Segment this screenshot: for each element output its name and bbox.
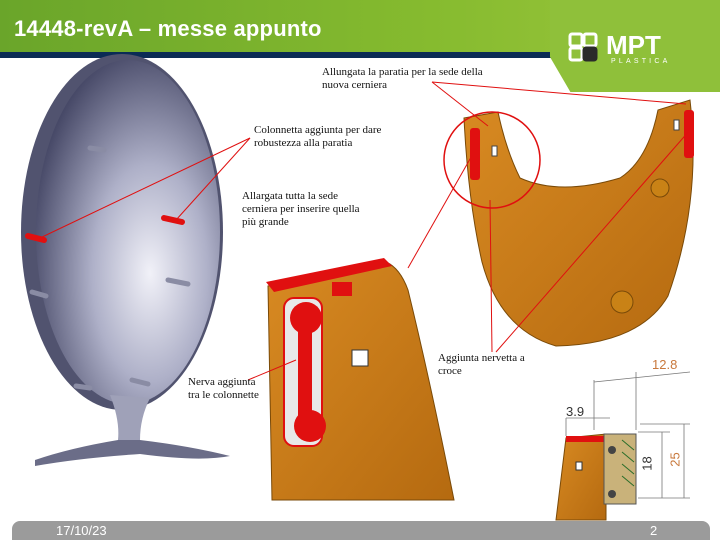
page-number: 2 xyxy=(650,523,658,538)
leader-lines xyxy=(39,81,691,381)
dimension-25: 25 xyxy=(667,452,683,467)
dimension-12-8: 12.8 xyxy=(652,357,678,372)
egg-chair-model xyxy=(21,54,230,466)
dimension-3-9: 3.9 xyxy=(566,404,585,419)
note-colonnetta: Colonnetta aggiunta per dare robustezza … xyxy=(254,124,382,149)
note-paratia: Allungata la paratia per la sede della n… xyxy=(322,66,483,91)
dimension-detail xyxy=(555,371,691,521)
hinge-closeup-model xyxy=(266,258,455,501)
note-sede: Allargata tutta la sede cerniera per ins… xyxy=(242,190,360,228)
note-nerva: Nerva aggiunta tra le colonnette xyxy=(188,376,259,401)
dimension-18: 18 xyxy=(639,456,655,471)
page-title: 14448-revA – messe appunto xyxy=(14,16,322,41)
hinge-plate-model xyxy=(463,99,694,347)
logo-subtext: PLASTICA xyxy=(611,58,671,65)
footer-date: 17/10/23 xyxy=(56,523,107,538)
footer-bar xyxy=(12,521,710,540)
logo-text: MPT xyxy=(606,30,661,60)
note-nervetta: Aggiunta nervetta a croce xyxy=(438,352,525,377)
header-stripe xyxy=(0,52,720,58)
